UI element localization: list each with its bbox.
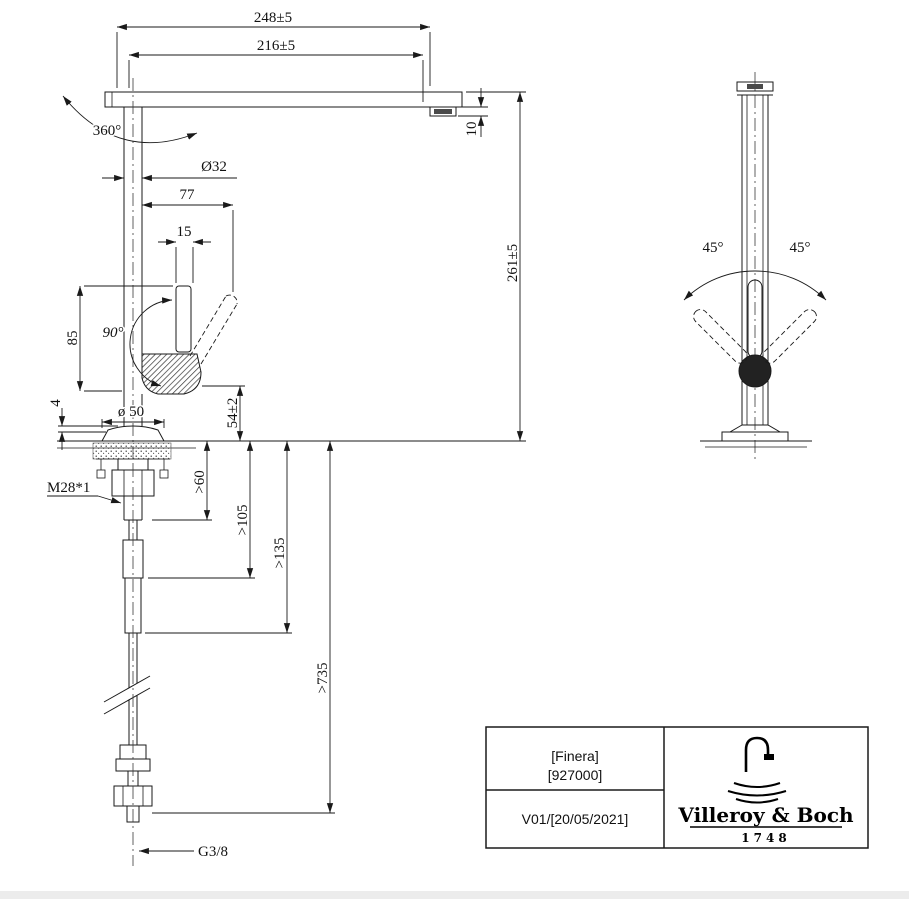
dim-85: 85: [64, 285, 173, 392]
vb-logo: Villeroy & Boch 1748: [677, 736, 854, 845]
dim-15: 15: [158, 223, 211, 283]
swivel-arc: 360°: [62, 95, 198, 144]
dim-54-label: 54±2: [225, 398, 241, 429]
page-bottom-strip: [0, 891, 909, 899]
dim-77-label: 77: [180, 187, 196, 203]
break-mark: [103, 675, 151, 703]
swivel-label: 360°: [93, 123, 122, 139]
dim-77: 77: [142, 186, 234, 292]
dim-735: >735: [152, 441, 335, 814]
handle-angle-label: 90°: [103, 325, 124, 341]
product-code: [927000]: [548, 767, 603, 783]
side-view: 45° 45°: [683, 72, 827, 462]
title-block: [Finera] [927000] V01/[20/05/2021] Ville…: [485, 726, 869, 849]
swing-angle-right-label: 45°: [790, 240, 811, 256]
dim-735-label: >735: [315, 663, 331, 694]
handle-dashed-left: [693, 309, 748, 364]
swing-angle-left-label: 45°: [703, 240, 724, 256]
dim-4-label: 4: [48, 399, 64, 407]
dim-4: 4: [47, 397, 118, 450]
handle-dashed-right: [762, 309, 817, 364]
ripple-line: [733, 782, 781, 788]
swing-angle-left: 45°: [683, 239, 756, 301]
dim-54: 54±2: [202, 385, 245, 441]
dim-216-label: 216±5: [257, 38, 295, 54]
connection-label-group: G3/8: [139, 843, 230, 862]
dim-105: >105: [148, 441, 255, 579]
dim-261: 261±5: [466, 91, 526, 441]
dim-body-diameter: Ø32: [102, 158, 237, 182]
dim-261-label: 261±5: [505, 244, 521, 282]
faucet-side-outline: [700, 72, 812, 462]
faucet-front-outline: [101, 78, 463, 464]
mounting-bolt-left: [96, 469, 106, 479]
dim-135: >135: [145, 441, 292, 634]
mounting-bolt-right: [159, 469, 169, 479]
dim-105-label: >105: [235, 505, 251, 536]
handle-side: [693, 279, 817, 388]
version-date: V01/[20/05/2021]: [522, 811, 629, 827]
handle-front-rotated-dashed: [189, 294, 238, 365]
dim-10-label: 10: [464, 122, 480, 137]
dim-248: 248±5: [116, 9, 431, 88]
under-counter-assembly: [92, 442, 172, 866]
handle-angle-arc: 90°: [101, 297, 173, 387]
dim-15-label: 15: [177, 224, 192, 240]
thread-label-group: M28*1: [46, 479, 122, 504]
dim-base-diameter-label: ø 50: [118, 404, 144, 420]
dim-216: 216±5: [128, 37, 424, 102]
dim-85-label: 85: [65, 331, 81, 346]
break-mask: [104, 676, 150, 714]
handle-pivot: [738, 354, 772, 388]
connection-label: G3/8: [198, 844, 228, 860]
dim-60: >60: [152, 441, 212, 521]
dim-60-label: >60: [192, 470, 208, 493]
handle-front: [141, 285, 202, 395]
brand-year: 1748: [741, 831, 790, 845]
front-view: 248±5 216±5 360° Ø32 77: [46, 9, 526, 866]
product-name: [Finera]: [551, 748, 598, 764]
dim-10: 10: [458, 88, 488, 138]
thread-label: M28*1: [47, 480, 90, 496]
dim-135-label: >135: [272, 538, 288, 569]
gasket: [92, 442, 172, 460]
dim-248-label: 248±5: [254, 10, 292, 26]
dim-body-diameter-label: Ø32: [201, 159, 227, 175]
tap-icon: [744, 736, 770, 772]
dim-base-diameter: ø 50: [101, 403, 165, 428]
swing-angle-right: 45°: [754, 239, 827, 301]
brand-name: Villeroy & Boch: [677, 803, 854, 827]
